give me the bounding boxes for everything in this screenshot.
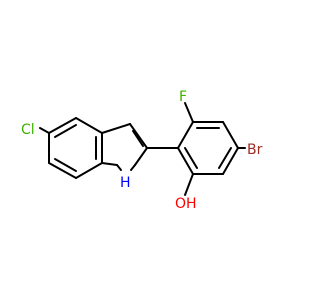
atom-label-nh: H [120, 175, 131, 191]
bond [218, 147, 232, 169]
bond [130, 164, 136, 171]
bond [75, 117, 103, 134]
bond [184, 173, 194, 196]
atom-label-oh: OH [175, 196, 197, 212]
bond [75, 162, 103, 179]
bond [222, 121, 239, 149]
molecule-canvas: Cl F Br H OH [21, 89, 263, 212]
bond [54, 158, 77, 172]
atom-label-br: Br [247, 142, 263, 158]
atom-label-cl: Cl [21, 122, 35, 138]
bond [184, 102, 194, 123]
bond [177, 121, 194, 149]
bond [101, 123, 131, 134]
bond [39, 127, 50, 134]
bond [54, 124, 77, 138]
bond [177, 147, 194, 175]
bond [101, 162, 118, 166]
bond [48, 117, 77, 134]
bond [132, 130, 144, 147]
atom-label-f: F [179, 89, 187, 105]
bond [222, 147, 239, 175]
bond [134, 147, 148, 166]
molecule-structure: Cl F Br H OH [21, 89, 263, 212]
bond [48, 162, 77, 179]
bond [116, 164, 122, 171]
bond [184, 147, 198, 169]
bond [129, 123, 148, 149]
